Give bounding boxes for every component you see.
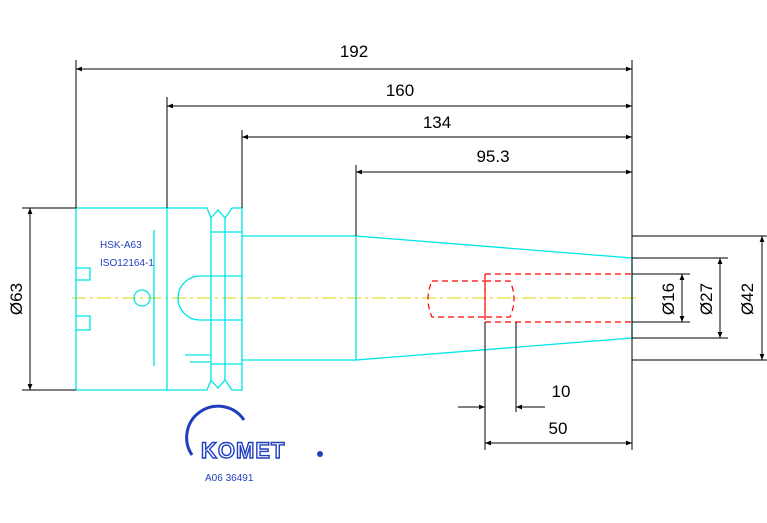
dim-160: 160 <box>386 81 414 100</box>
brand-name: KOMET <box>201 438 285 463</box>
dim-50: 50 <box>549 419 568 438</box>
flange <box>167 207 212 391</box>
hsk-notch-bottom <box>76 315 91 331</box>
dimensions <box>22 60 767 450</box>
interface-label-1: HSK-A63 <box>100 240 142 251</box>
dim-95: 95.3 <box>476 147 509 166</box>
groove-2 <box>224 207 243 391</box>
dim-192: 192 <box>340 42 368 61</box>
dim-dia-16: Ø16 <box>659 283 678 315</box>
dim-dia-63: Ø63 <box>7 283 26 315</box>
hidden-bore <box>427 273 632 323</box>
dim-dia-27: Ø27 <box>697 283 716 315</box>
coolant-hole <box>133 289 151 307</box>
hsk-notch-top <box>76 267 91 281</box>
dim-dia-42: Ø42 <box>738 283 757 315</box>
logo-arc <box>185 404 246 456</box>
groove-1 <box>210 209 226 389</box>
dim-134: 134 <box>423 113 451 132</box>
dim-10: 10 <box>552 382 571 401</box>
interface-label-2: ISO12164-1 <box>100 258 154 269</box>
neck <box>242 235 357 361</box>
part-number: A06 36491 <box>205 473 254 484</box>
komet-logo: KOMET <box>185 404 323 464</box>
tool-outline <box>75 207 633 391</box>
drive-slot <box>200 275 242 321</box>
